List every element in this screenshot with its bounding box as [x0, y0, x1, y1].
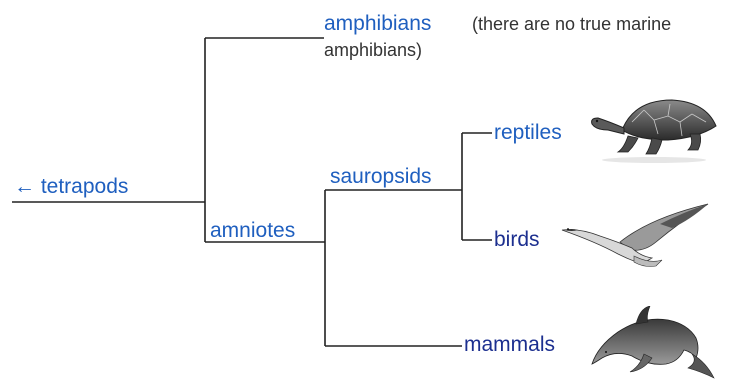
label-tetrapods: ← tetrapods: [14, 175, 129, 198]
label-amphibians: amphibians: [324, 12, 432, 35]
amphibians-note-line1: (there are no true marine: [472, 14, 672, 34]
label-reptiles: reptiles: [494, 121, 562, 144]
label-sauropsids: sauropsids: [330, 165, 432, 188]
label-birds: birds: [494, 228, 540, 251]
turtle-illustration: [591, 99, 717, 163]
dolphin-illustration: [591, 306, 715, 379]
label-mammals: mammals: [464, 333, 556, 356]
gull-illustration: [561, 203, 709, 267]
label-amniotes: amniotes: [210, 219, 296, 242]
amphibians-note-line2: amphibians): [324, 40, 423, 60]
